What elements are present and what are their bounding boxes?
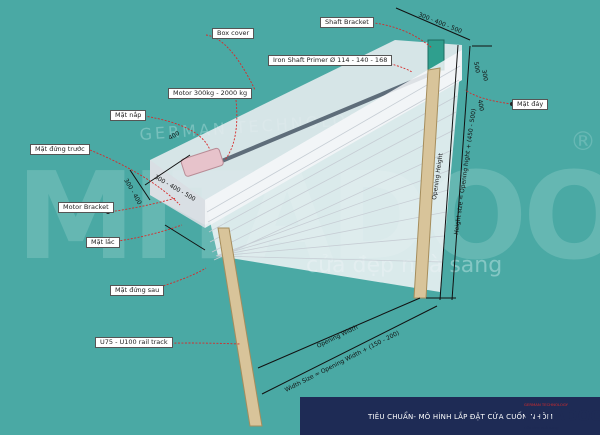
label-mat-nap: Mặt nắp (110, 110, 147, 121)
brand-name: MITADOOR (524, 407, 600, 425)
shutter-curtain (205, 50, 462, 292)
label-mat-day: Mặt đáy (512, 99, 549, 110)
brand-slogan: Cửa đẹp nhà sang (524, 425, 559, 430)
box-cover-top (150, 40, 462, 225)
label-mat-dung-sau: Mặt đứng sau (110, 285, 165, 296)
label-motor-bracket: Motor Bracket (58, 202, 114, 213)
dim-width-size: Width Size = Opening Width + (150 - 200) (284, 330, 401, 394)
dim-top: 300 - 400 - 500 (417, 11, 463, 35)
motor (180, 147, 224, 177)
left-rail (217, 227, 263, 427)
label-mat-lac: Mặt lắc (86, 237, 120, 248)
footer-caption: TIÊU CHUẨN- MÔ HÌNH LẮP ĐẶT CỬA CUỐN NHÔ… (368, 413, 553, 421)
dim-opening-width: Opening Width (316, 324, 359, 350)
label-motor: Motor 300kg - 2000 kg (168, 88, 253, 99)
dim-box-length: 400 (168, 130, 182, 142)
label-box-cover: Box cover (212, 28, 255, 39)
box-end-panel (150, 160, 205, 228)
watermark-registered: ® (570, 127, 596, 157)
dim-side-500: 500 (472, 61, 481, 74)
dim-side-300: 300 (480, 69, 489, 82)
footer-bar (300, 397, 600, 435)
dimension-lines (129, 7, 492, 395)
brand-tag: GERMAN TECHNOLOGY (524, 402, 568, 407)
footer-brand-logo: GERMAN TECHNOLOGY MITADOOR Cửa đẹp nhà s… (524, 402, 600, 432)
label-mat-dung-truoc: Mặt đứng trước (30, 144, 90, 155)
dim-side-400: 400 (476, 99, 485, 112)
label-rail-track: U75 - U100 rail track (95, 337, 173, 348)
label-iron-shaft: Iron Shaft Primer Ø 114 - 140 - 168 (268, 55, 393, 66)
label-shaft-bracket: Shaft Bracket (320, 17, 374, 28)
curtain-slats (206, 65, 461, 263)
